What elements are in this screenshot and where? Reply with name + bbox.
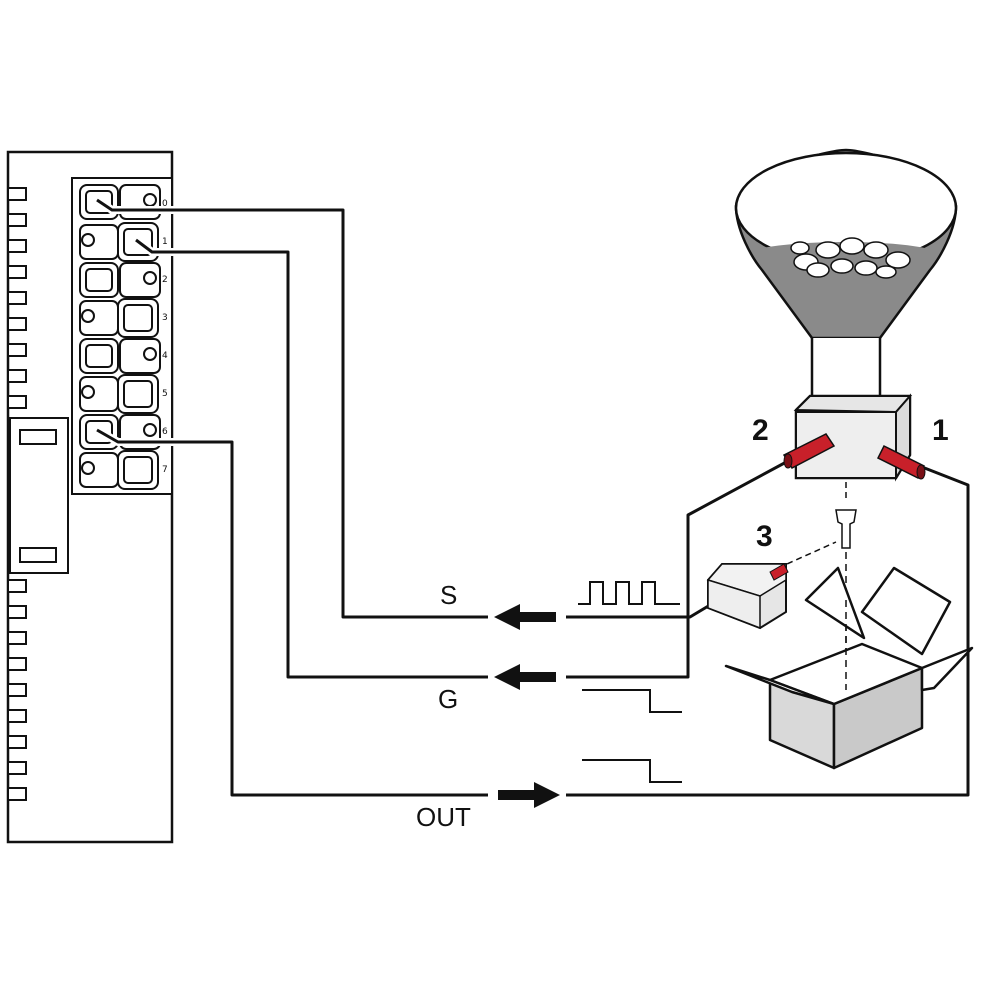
- channel-label: 6: [162, 427, 168, 437]
- signal-label-out: OUT: [416, 802, 471, 832]
- waveforms: [578, 581, 682, 783]
- wire-s: [96, 198, 711, 619]
- wires: [94, 196, 972, 799]
- hopper-neck: [810, 338, 882, 402]
- terminal-block: 0 1 2 3 4 5 6 7: [71, 177, 173, 495]
- wire-out: [96, 428, 970, 797]
- sensor-3: [706, 563, 789, 630]
- sensor-label-3: 3: [756, 520, 773, 553]
- sensor-1: [876, 444, 926, 480]
- channel-label: 1: [162, 237, 168, 247]
- arrow-left-s: [494, 604, 556, 630]
- arrow-right-out: [498, 782, 560, 808]
- channel-label: 0: [162, 199, 168, 209]
- box-right-back-flap: [860, 566, 952, 656]
- step-waveform-out: [582, 759, 682, 783]
- signal-label-g: G: [438, 684, 458, 714]
- sensor-label-1: 1: [932, 414, 949, 447]
- terminal-row: [79, 184, 161, 490]
- signal-arrows: [488, 602, 566, 810]
- module-slots-lower: [7, 579, 27, 801]
- arrow-left-g: [494, 664, 556, 690]
- box-back-flap: [804, 566, 866, 640]
- latch-bottom-slot: [19, 547, 57, 563]
- channel-label: 2: [162, 275, 168, 285]
- box-left-flap: [724, 664, 836, 706]
- module-slots-upper: [7, 187, 27, 409]
- channel-label: 5: [162, 389, 168, 399]
- hopper: [734, 148, 958, 402]
- latch-top-slot: [19, 429, 57, 445]
- wire-g: [135, 238, 791, 679]
- io-module: 0 1 2 3 4 5 6 7: [6, 150, 174, 844]
- sensor-label-2: 2: [752, 414, 769, 447]
- screw-icon: [835, 509, 857, 549]
- channel-label: 7: [162, 465, 168, 475]
- sensor-2: [782, 433, 836, 469]
- box-right-flap: [920, 646, 974, 692]
- sensor-block: [793, 393, 913, 482]
- step-waveform-g: [582, 689, 682, 713]
- channel-label: 4: [162, 351, 168, 361]
- signal-label-s: S: [440, 580, 457, 610]
- pulse-waveform: [578, 581, 680, 605]
- screws-pile: [790, 237, 911, 279]
- cardboard-box: [724, 566, 974, 770]
- channel-label: 3: [162, 313, 168, 323]
